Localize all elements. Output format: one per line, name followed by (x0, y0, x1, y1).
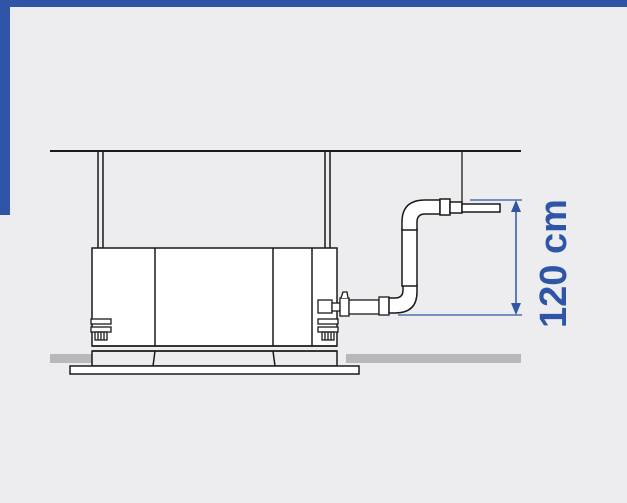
height-dimension: 120 cm (398, 199, 575, 328)
cassette-panel (69, 350, 360, 375)
dimension-arrow-top-icon (511, 200, 521, 212)
hanger-bracket-left (90, 318, 112, 341)
false-ceiling-left (50, 354, 92, 363)
top-accent-bar (0, 0, 627, 7)
left-accent-bar (0, 0, 10, 215)
false-ceiling-right (346, 354, 521, 363)
dimension-arrow-bottom-icon (511, 303, 521, 315)
drain-pipe (388, 151, 501, 314)
drain-fitting (317, 291, 390, 317)
dimension-label: 120 cm (533, 199, 575, 328)
indoor-unit-body (91, 247, 338, 367)
hanger-bracket-right (317, 318, 339, 341)
